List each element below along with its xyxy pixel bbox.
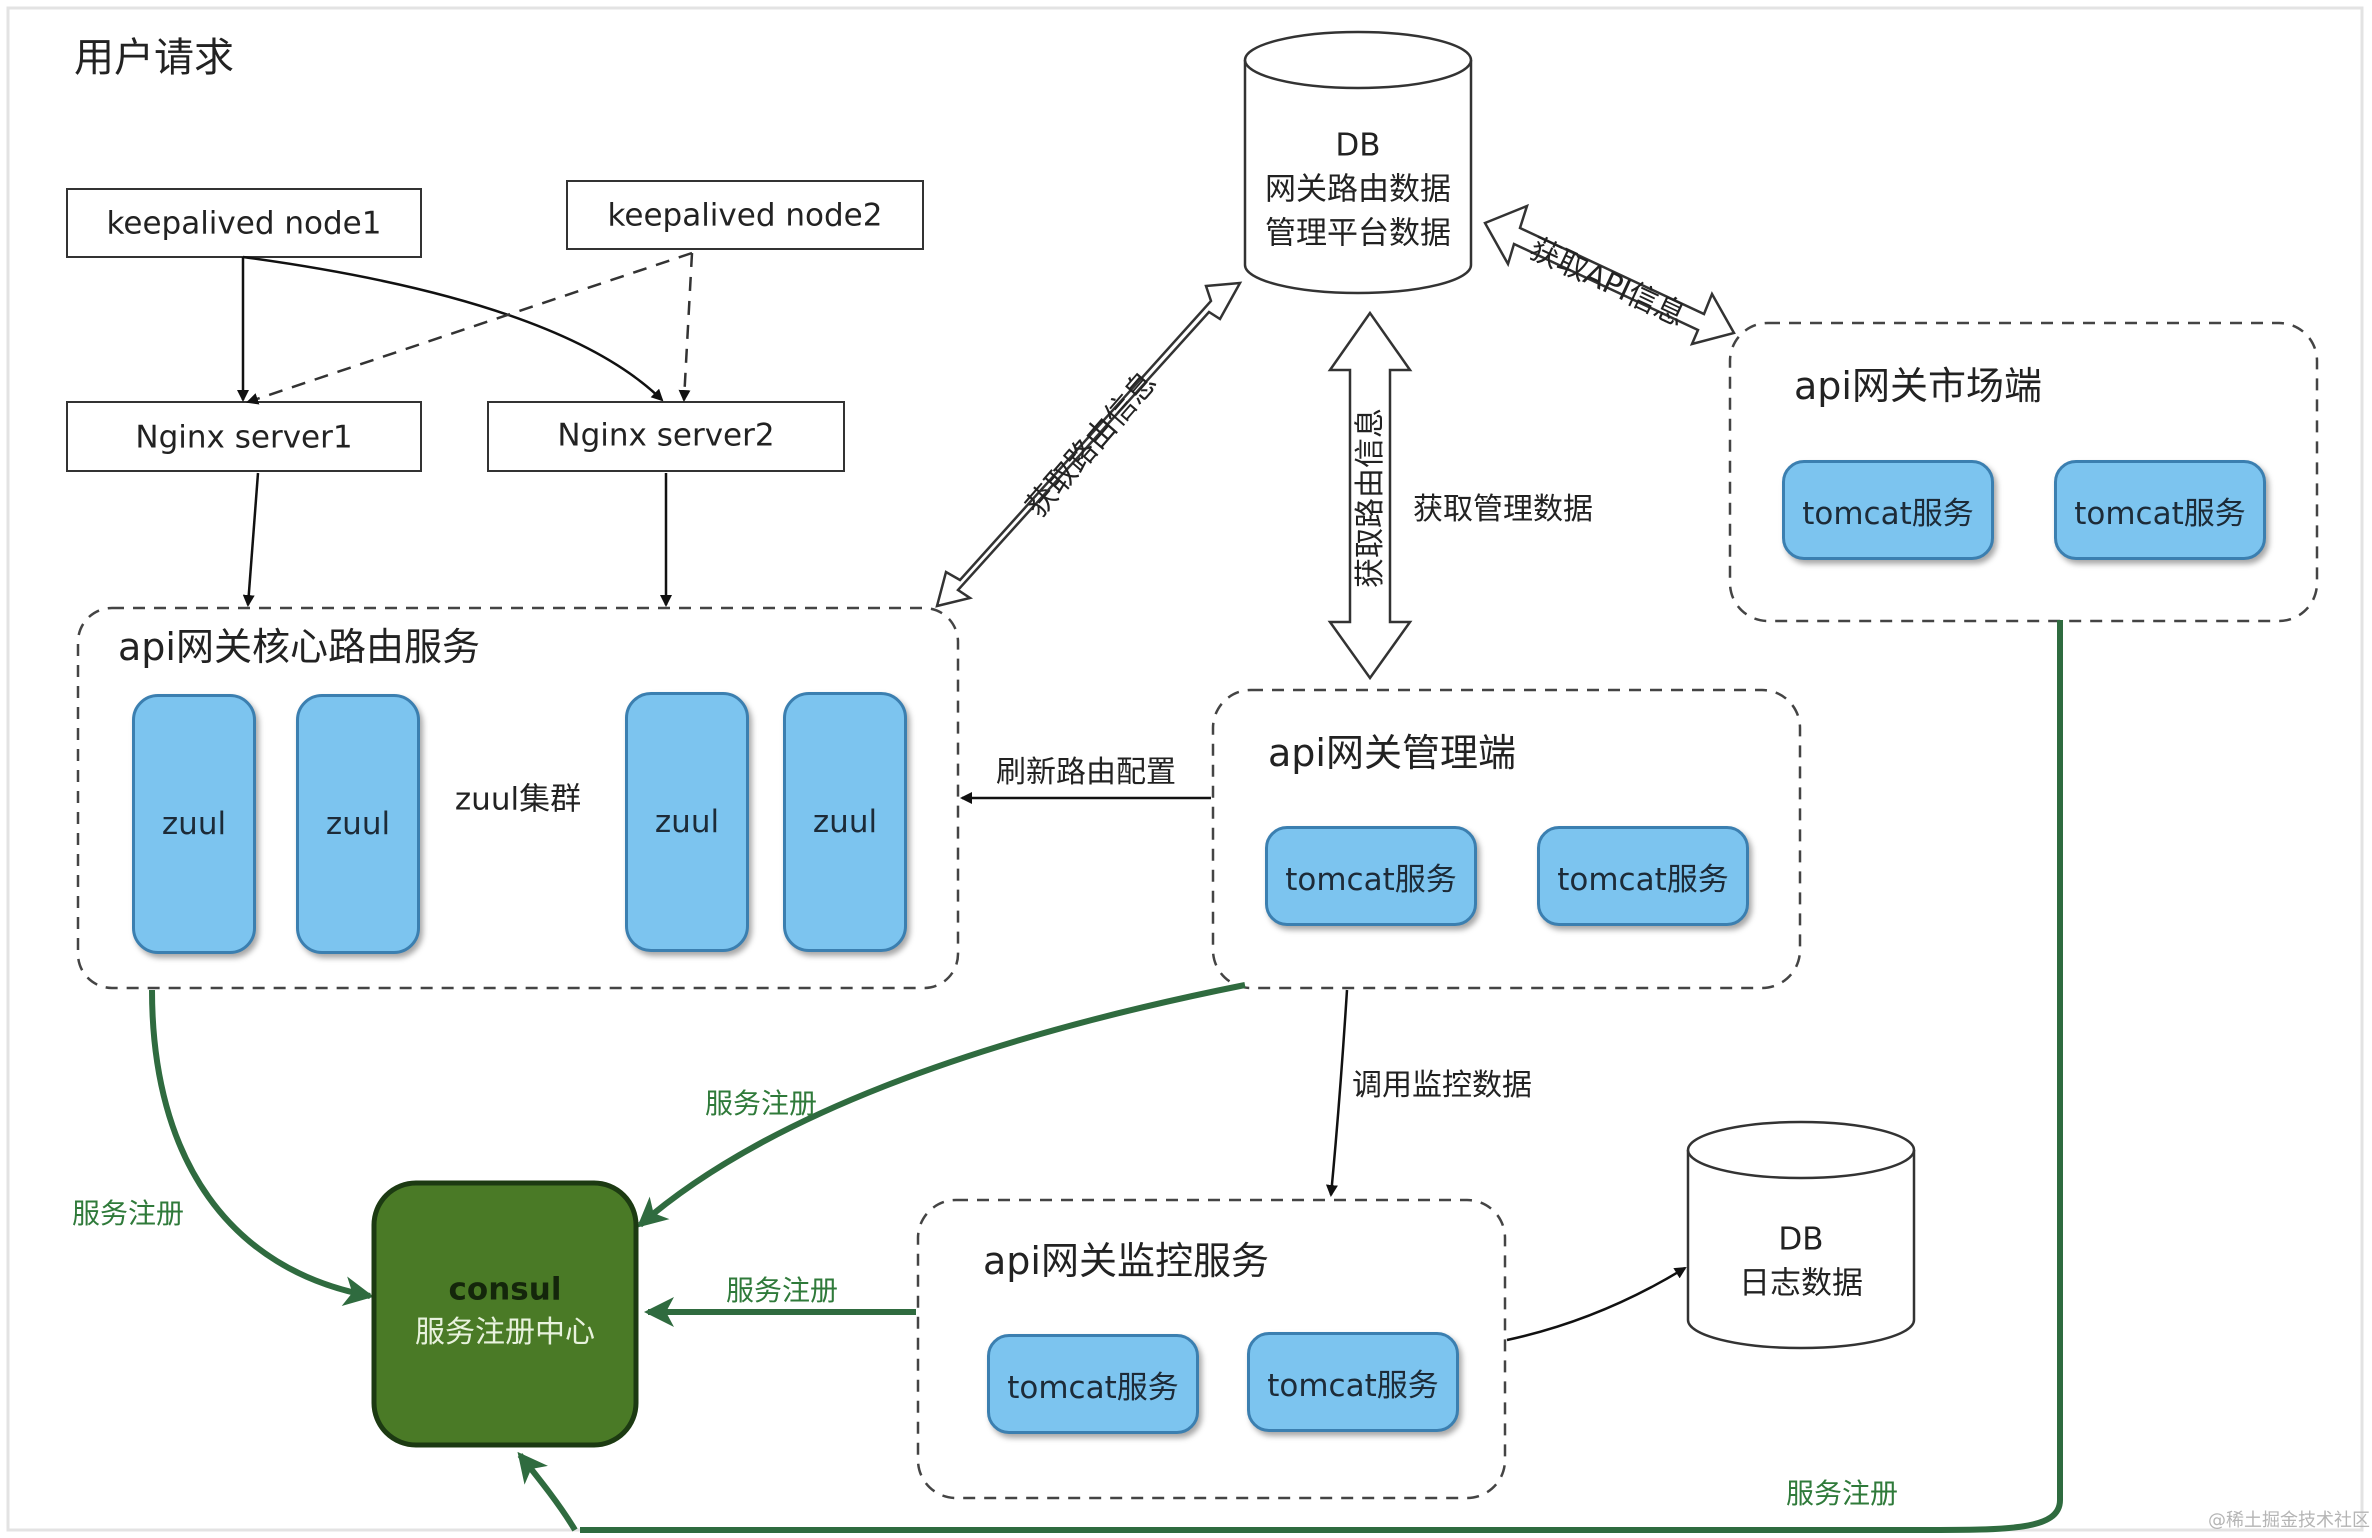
market-tomcat-2[interactable]: tomcat服务 — [2054, 460, 2266, 560]
zuul-node-label: zuul — [325, 806, 391, 842]
admin-title: api网关管理端 — [1268, 731, 1516, 775]
monitor-tomcat-1[interactable]: tomcat服务 — [987, 1334, 1199, 1434]
zuul-node-label: zuul — [812, 804, 878, 840]
keepalived-node1-label: keepalived node1 — [106, 205, 382, 242]
zuul-node-3[interactable]: zuul — [625, 692, 749, 952]
zuul-node-label: zuul — [654, 804, 720, 840]
watermark: @稀土掘金技术社区 — [2208, 1510, 2370, 1531]
db-log-cylinder — [1686, 1120, 1916, 1350]
db-log-line1: DB — [1778, 1221, 1824, 1258]
edge-label-refresh-route: 刷新路由配置 — [996, 755, 1176, 790]
edge-label-route-info-vertical: 获取路由信息 — [1353, 408, 1388, 588]
keepalived-node2-label: keepalived node2 — [607, 197, 883, 234]
register-label-core: 服务注册 — [72, 1197, 185, 1230]
nginx-server2-box — [487, 401, 845, 472]
register-line-admin — [636, 982, 1246, 1228]
arrow-nginx1-core — [242, 472, 260, 607]
edge-label-admin-data: 获取管理数据 — [1413, 492, 1593, 527]
double-arrow-api-info — [1483, 203, 1736, 346]
monitor-title: api网关监控服务 — [983, 1239, 1269, 1283]
admin-tomcat-2[interactable]: tomcat服务 — [1537, 826, 1749, 926]
tomcat-service-label: tomcat服务 — [2074, 495, 2246, 532]
db-main-line1: DB — [1335, 127, 1381, 164]
arrow-node1-nginx2 — [242, 255, 664, 402]
core-routing-title: api网关核心路由服务 — [118, 625, 480, 669]
register-label-market: 服务注册 — [1786, 1477, 1899, 1510]
keepalived-node2-box — [566, 180, 924, 250]
register-label-monitor: 服务注册 — [726, 1274, 839, 1307]
zuul-node-4[interactable]: zuul — [783, 692, 907, 952]
db-log-line2: 日志数据 — [1739, 1265, 1863, 1302]
edge-label-call-monitor: 调用监控数据 — [1352, 1068, 1532, 1103]
tomcat-service-label: tomcat服务 — [1557, 861, 1729, 898]
consul-box — [371, 1180, 639, 1448]
double-arrow-admin-data — [1327, 310, 1413, 681]
db-main-line3: 管理平台数据 — [1265, 215, 1451, 252]
arrow-monitor-logdb — [1506, 1266, 1687, 1342]
zuul-cluster-label: zuul集群 — [454, 781, 582, 818]
nginx-server1-label: Nginx server1 — [135, 419, 353, 456]
arrow-node2-nginx1 — [246, 251, 693, 405]
register-label-admin: 服务注册 — [705, 1087, 818, 1120]
consul-name: consul — [448, 1271, 562, 1308]
db-main-cylinder — [1243, 30, 1473, 295]
market-tomcat-1[interactable]: tomcat服务 — [1782, 460, 1994, 560]
monitor-container — [916, 1198, 1507, 1500]
arrow-node2-nginx2 — [678, 252, 694, 402]
page-title: 用户请求 — [74, 35, 234, 81]
nginx-server2-label: Nginx server2 — [557, 417, 775, 454]
tomcat-service-label: tomcat服务 — [1007, 1369, 1179, 1406]
register-line-market — [580, 620, 2063, 1533]
tomcat-service-label: tomcat服务 — [1285, 861, 1457, 898]
zuul-node-label: zuul — [161, 806, 227, 842]
market-container — [1728, 321, 2319, 623]
db-main-line2: 网关路由数据 — [1265, 171, 1451, 208]
register-line-core — [149, 989, 374, 1306]
tomcat-service-label: tomcat服务 — [1802, 495, 1974, 532]
market-title: api网关市场端 — [1794, 364, 2042, 408]
register-line-market-tail — [517, 1451, 578, 1532]
zuul-node-1[interactable]: zuul — [132, 694, 256, 954]
admin-container — [1211, 688, 1802, 990]
core-routing-container — [76, 606, 960, 990]
monitor-tomcat-2[interactable]: tomcat服务 — [1247, 1332, 1459, 1432]
admin-tomcat-1[interactable]: tomcat服务 — [1265, 826, 1477, 926]
double-arrow-route-info — [935, 281, 1243, 608]
zuul-node-2[interactable]: zuul — [296, 694, 420, 954]
consul-desc: 服务注册中心 — [415, 1315, 595, 1350]
tomcat-service-label: tomcat服务 — [1267, 1367, 1439, 1404]
arrow-call-monitor — [1325, 989, 1349, 1197]
nginx-server1-box — [66, 401, 422, 472]
